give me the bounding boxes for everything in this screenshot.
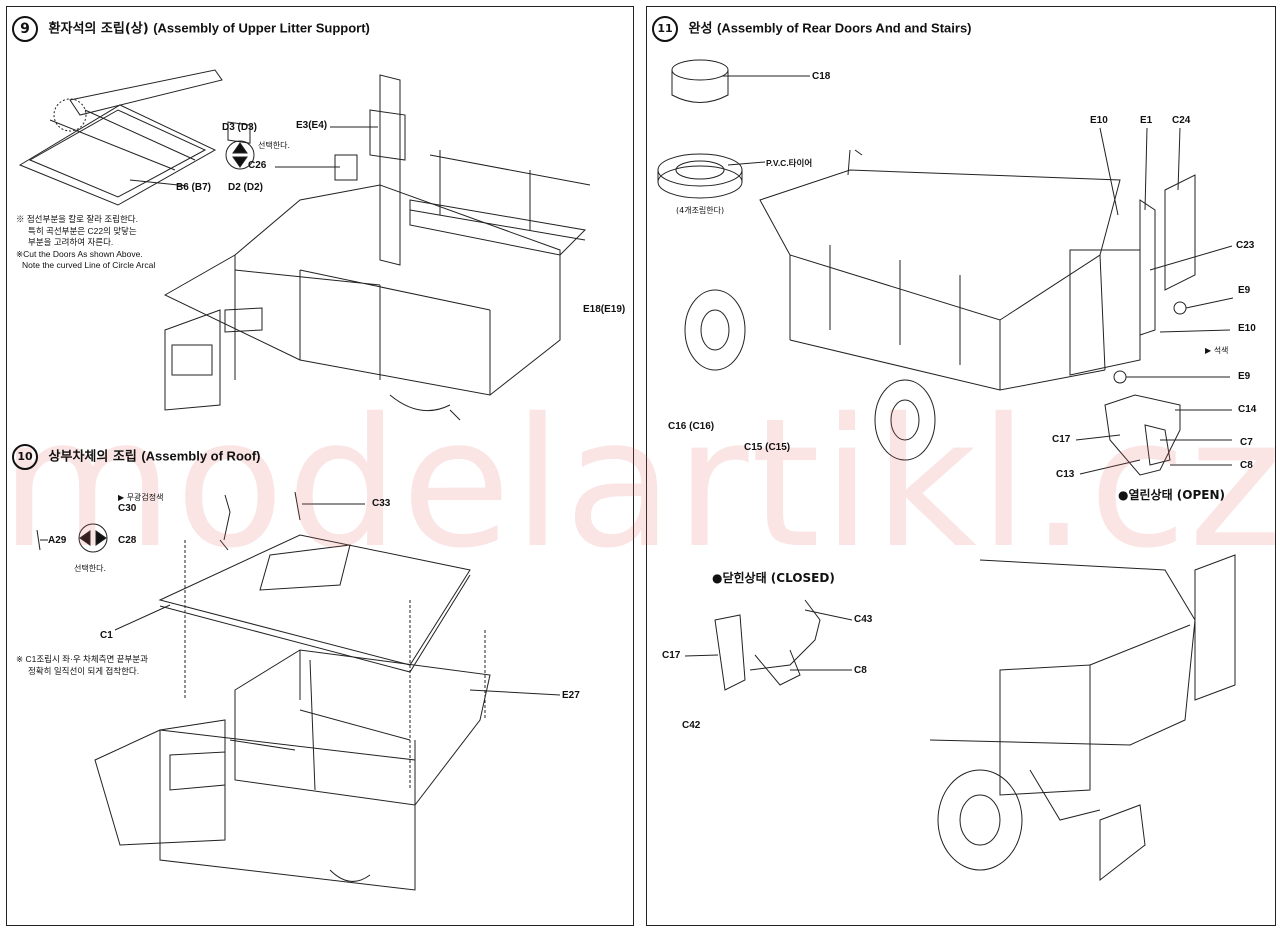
cut-note-9: ※ 점선부분을 칼로 잘라 조립한다. 특히 곡선부분은 C22의 맞닿는 부분…: [16, 214, 155, 272]
closed-state-label: ●닫힌상태 (CLOSED): [712, 571, 835, 585]
label-e9-a: E9: [1238, 285, 1251, 296]
label-c1: C1: [100, 630, 113, 641]
label-b6: B6 (B7): [176, 182, 212, 193]
label-pvc-tire: P.V.C.타이어: [766, 158, 813, 168]
step-9-10-panel: [6, 6, 634, 926]
label-c23: C23: [1236, 240, 1255, 251]
label-c33: C33: [372, 498, 391, 509]
cut-note-ko-3: 부분을 고려하여 자른다.: [28, 237, 114, 247]
cut-note-ko-1: ※ 점선부분을 칼로 잘라 조립한다.: [16, 214, 138, 224]
step-9-title: 9 환자석의 조립(상) (Assembly of Upper Litter S…: [12, 16, 370, 42]
label-e3: E3(E4): [296, 120, 328, 131]
cut-note-en-2: Note the curved Line of Circle Arcal: [22, 260, 156, 270]
step-10-number: 10: [12, 444, 38, 470]
label-d2: D2 (D2): [228, 182, 264, 193]
roof-parts-drawing: [36, 491, 471, 673]
label-c8-open: C8: [1240, 460, 1253, 471]
open-state-label: ●열린상태 (OPEN): [1118, 488, 1226, 502]
label-d3: D3 (D3): [222, 122, 258, 133]
cut-note-ko-2: 특히 곡선부분은 C22의 맞닿는: [28, 225, 137, 236]
label-c8-closed: C8: [854, 665, 867, 676]
label-c28: C28: [118, 535, 137, 546]
vehicle-body-drawing-9: [163, 74, 591, 421]
label-c16: C16 (C16): [668, 421, 715, 432]
step-9-title-ko: 환자석의 조립(상): [48, 21, 149, 37]
arrow-select-icon: [225, 140, 255, 170]
step-11-title: 11 완성 (Assembly of Rear Doors And and St…: [652, 16, 972, 42]
roof-note-2: 정확히 일직선이 되게 접착한다.: [28, 665, 140, 676]
select-note-9: 선택한다.: [258, 141, 290, 150]
silver-note: ▶ 석색: [1205, 346, 1229, 355]
paint-note-c30: ▶ 무광검정색: [118, 493, 164, 502]
step-10-title-ko: 상부차체의 조립: [48, 449, 137, 465]
label-a29: A29: [48, 535, 67, 546]
litter-frame-drawing: [18, 69, 223, 206]
label-e9-b: E9: [1238, 371, 1251, 382]
label-c18: C18: [812, 71, 831, 82]
label-c17-closed: C17: [662, 650, 681, 661]
step-11-title-ko: 완성: [688, 21, 713, 37]
step-9-title-en: (Assembly of Upper Litter Support): [153, 20, 370, 36]
label-c26: C26: [248, 160, 267, 171]
label-c30: C30: [118, 503, 137, 514]
label-e27: E27: [562, 690, 580, 701]
label-e1: E1: [1140, 115, 1153, 126]
wheel-and-tire-drawing: [657, 59, 743, 199]
step-9-number: 9: [12, 16, 38, 42]
label-e18: E18(E19): [583, 304, 626, 315]
label-e10-top: E10: [1090, 115, 1108, 126]
label-c43: C43: [854, 614, 873, 625]
label-c15: C15 (C15): [744, 442, 791, 453]
select-note-10: 선택한다.: [74, 564, 106, 573]
step-10-title: 10 상부차체의 조립 (Assembly of Roof): [12, 444, 260, 470]
roof-note-10: ※ C1조립시 좌·우 차체측면 끝부분과 정확히 일직선이 되게 접착한다.: [16, 654, 148, 677]
cut-note-en-1: ※Cut the Doors As shown Above.: [16, 248, 143, 259]
label-c17-open: C17: [1052, 434, 1071, 445]
vehicle-closed-drawing: [929, 554, 1236, 882]
closed-step-drawing: [714, 599, 821, 691]
step-11-panel: [646, 6, 1276, 926]
step-10-title-en: (Assembly of Roof): [141, 448, 261, 464]
tire-note: (4개조립한다): [676, 206, 725, 215]
vehicle-body-drawing-10: [94, 540, 491, 891]
roof-note-1: ※ C1조립시 좌·우 차체측면 끝부분과: [16, 654, 148, 664]
step-11-number: 11: [652, 16, 678, 42]
step-11-title-en: (Assembly of Rear Doors And and Stairs): [716, 20, 972, 36]
label-c42: C42: [682, 720, 701, 731]
label-e10-b: E10: [1238, 323, 1256, 334]
label-c14: C14: [1238, 404, 1257, 415]
label-c24: C24: [1172, 115, 1191, 126]
label-c13: C13: [1056, 469, 1075, 480]
vehicle-rear-drawing-11: [684, 149, 1196, 476]
label-c7: C7: [1240, 437, 1253, 448]
leader-lines: [40, 75, 1234, 696]
